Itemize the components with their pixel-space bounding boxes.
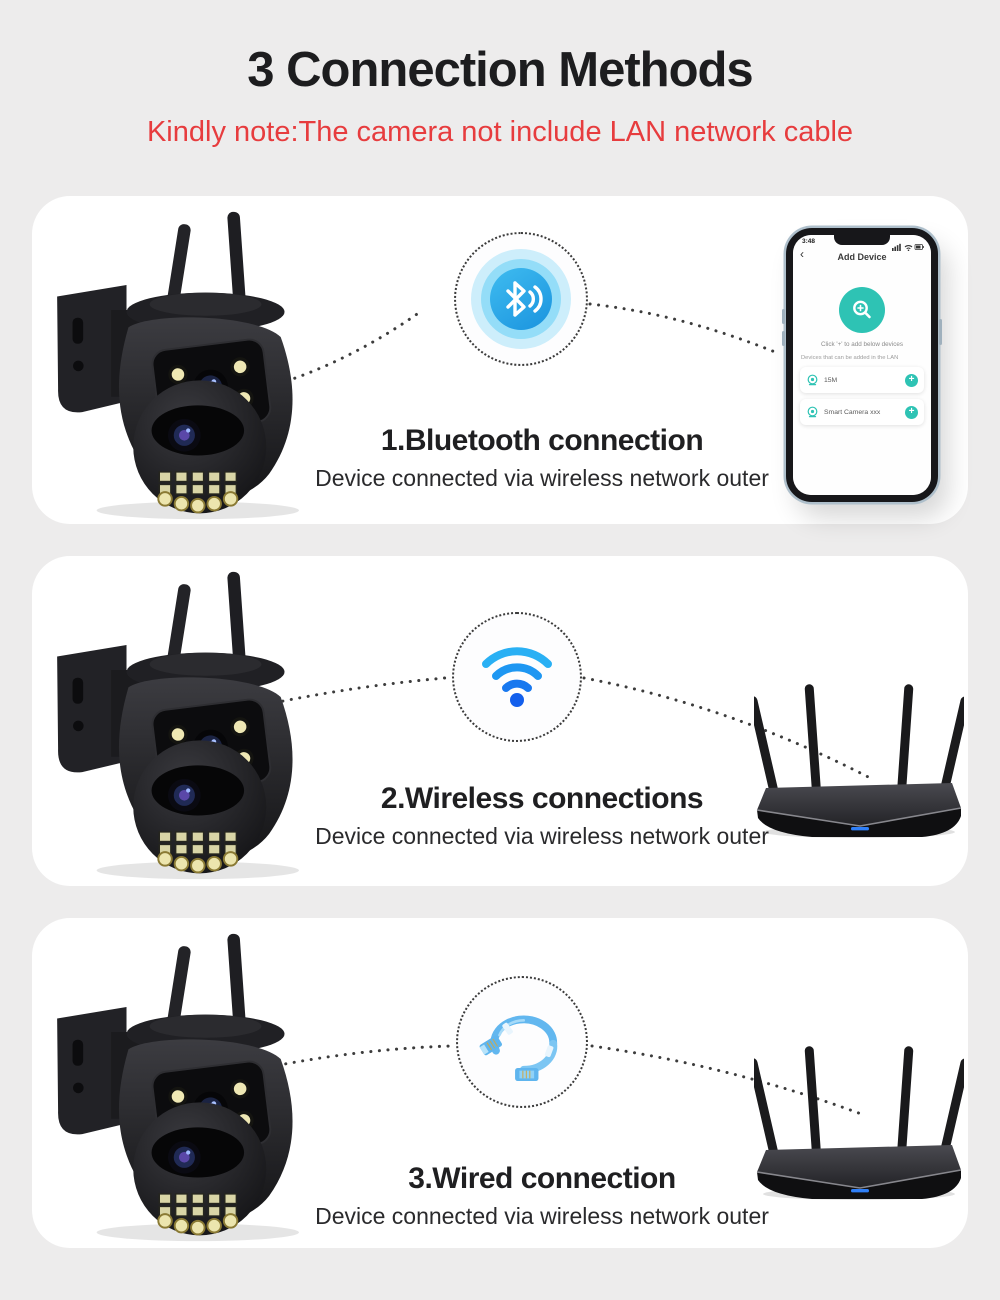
search-icon <box>839 287 885 333</box>
lan-cable-icon <box>479 1015 558 1081</box>
camera-device-icon <box>807 406 818 417</box>
card-wireless-connection: 2.Wireless connections Device connected … <box>32 556 972 886</box>
status-time: 3:48 <box>802 238 816 245</box>
section-subheading: Device connected via wireless network ou… <box>315 465 769 491</box>
bluetooth-ring-outer <box>471 249 571 349</box>
section-heading: 3.Wired connection <box>408 1162 676 1195</box>
app-hint: Click '+' to add below devices <box>820 341 904 348</box>
section-subheading: Device connected via wireless network ou… <box>315 823 769 849</box>
device-name: 15M <box>824 376 838 384</box>
smartphone: 3:48 ‹ Add Device <box>782 228 942 502</box>
phone-volume-button <box>782 331 785 346</box>
add-device-button[interactable]: + <box>905 373 918 387</box>
device-list-item: Smart Camera xxx + <box>800 399 924 425</box>
lan-note: Devices that can be added in the LAN <box>801 355 899 361</box>
app-title: Add Device <box>837 252 887 262</box>
device-list-item: 15M + <box>800 367 924 393</box>
wifi-icon <box>482 647 552 707</box>
card-bluetooth-connection: 3:48 ‹ Add Device <box>32 196 968 524</box>
bluetooth-badge <box>454 232 588 366</box>
card-wired-connection: 3.Wired connection Device connected via … <box>32 918 972 1248</box>
bluetooth-icon <box>490 268 552 330</box>
phone-screen: 3:48 ‹ Add Device <box>793 235 931 495</box>
phone-notch <box>834 235 890 245</box>
add-device-button[interactable]: + <box>905 405 918 419</box>
status-icons <box>892 238 924 256</box>
phone-power-button <box>939 319 942 345</box>
section-heading: 2.Wireless connections <box>380 782 704 815</box>
device-name: Smart Camera xxx <box>824 408 881 416</box>
bluetooth-ring-mid <box>481 259 561 339</box>
section-heading: 1.Bluetooth connection <box>380 424 704 457</box>
back-chevron[interactable]: ‹ <box>800 247 804 261</box>
page-note: Kindly note:The camera not include LAN n… <box>146 116 854 148</box>
camera-device-icon <box>807 374 818 385</box>
page-title: 3 Connection Methods <box>247 43 753 97</box>
wifi-badge <box>452 612 582 742</box>
section-subheading: Device connected via wireless network ou… <box>315 1203 769 1229</box>
phone-volume-button <box>782 309 785 324</box>
lan-cable-badge <box>456 976 588 1108</box>
